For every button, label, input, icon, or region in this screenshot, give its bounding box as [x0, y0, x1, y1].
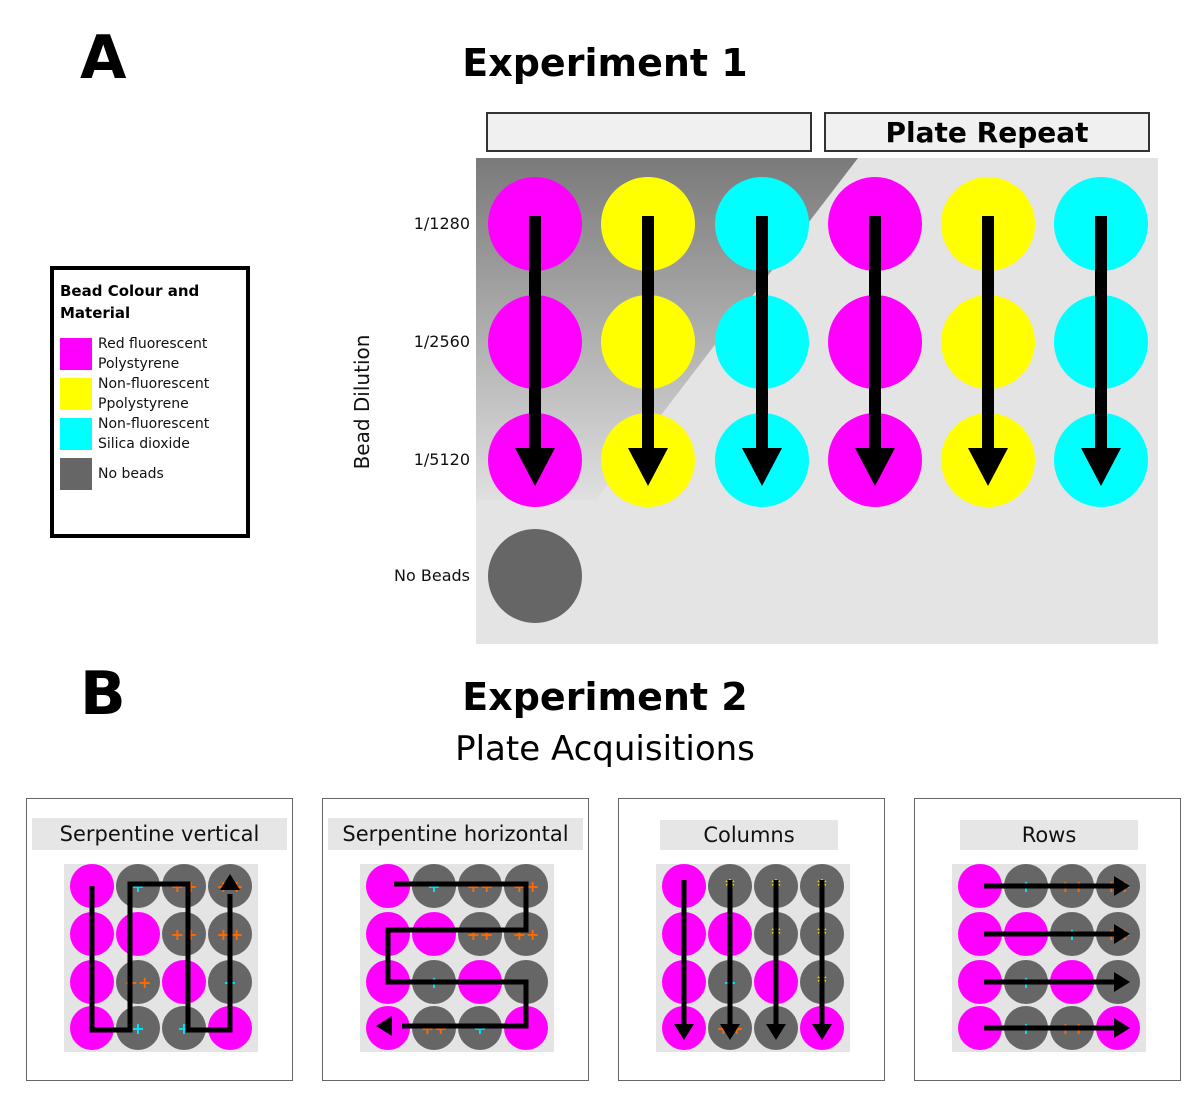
- legend-item-label: Red fluorescent Polystyrene: [98, 336, 208, 372]
- acquisition-title-serpentine-horizontal: Serpentine horizontal: [328, 818, 583, 850]
- mini-well-r2-c3: [458, 912, 502, 956]
- acquisition-arrow-shaft-col2: [642, 216, 654, 452]
- acquisition-path-line: [89, 881, 233, 1033]
- acquisition-mark: ++: [171, 925, 198, 944]
- acquisition-mark: +: [131, 1019, 144, 1038]
- acquisition-path-arrow-head: [220, 874, 240, 890]
- acquisition-arrow-shaft-col5: [982, 216, 994, 452]
- acquisition-path-arrow-head: [1114, 876, 1130, 896]
- acquisition-plate-serpentine-horizontal: +++++++++++++: [360, 864, 554, 1052]
- mini-well-r2-c4: [504, 912, 548, 956]
- plate-tab-repeat: Plate Repeat: [824, 112, 1150, 152]
- legend-item-red-fluorescent: Red fluorescent Polystyrene: [60, 334, 240, 374]
- acquisition-arrow-shaft-col6: [1095, 216, 1107, 452]
- acquisition-arrow-head-col6: [1081, 448, 1121, 486]
- acquisition-plate-columns: *****+*+++: [656, 864, 850, 1052]
- acquisition-path-arrow-head: [376, 1016, 392, 1036]
- mini-well-r3-c1: [958, 960, 1002, 1004]
- mini-well-r1-c1: [366, 864, 410, 908]
- acquisition-arrow-shaft-col1: [529, 216, 541, 452]
- acquisition-path-arrow-head: [1114, 924, 1130, 944]
- acquisition-arrow-shaft-col4: [869, 216, 881, 452]
- plate-tab-repeat-label: Plate Repeat: [885, 115, 1089, 149]
- acquisition-title-rows: Rows: [960, 820, 1138, 850]
- legend-item-no-beads: No beads: [60, 454, 240, 494]
- panel-letter-a: A: [80, 23, 127, 93]
- legend: Bead Colour and Material Red fluorescent…: [50, 266, 250, 538]
- acquisition-title-serpentine-vertical: Serpentine vertical: [32, 818, 287, 850]
- acquisition-path-arrow-head: [1114, 972, 1130, 992]
- mini-well-r2-c2: [116, 912, 160, 956]
- well-no-beads: [488, 529, 582, 623]
- mini-well-r4-c3: [162, 1006, 206, 1050]
- mini-well-r1-c1: [958, 864, 1002, 908]
- acquisition-path-arrow-head: [1114, 1018, 1130, 1038]
- legend-item-non-fluorescent-polystyrene: Non-fluorescent Ppolystyrene: [60, 374, 240, 414]
- acquisition-path-line: [385, 881, 529, 1029]
- experiment-2-subtitle: Plate Acquisitions: [455, 729, 755, 769]
- legend-swatch-magenta: [60, 338, 92, 370]
- acquisition-title-columns: Columns: [660, 820, 838, 850]
- legend-item-label: No beads: [98, 466, 164, 482]
- acquisition-arrow-head-col2: [628, 448, 668, 486]
- row-label-1280: 1/1280: [413, 214, 470, 233]
- legend-item-label: Non-fluorescent Silica dioxide: [98, 416, 210, 452]
- legend-title: Bead Colour and Material: [60, 282, 200, 322]
- acquisition-plate-rows: ++++++++++++: [952, 864, 1146, 1052]
- legend-swatch-yellow: [60, 378, 92, 410]
- acquisition-arrow-head-col4: [855, 448, 895, 486]
- mini-well-r2-c1: [958, 912, 1002, 956]
- mini-well-r2-c3: [162, 912, 206, 956]
- acquisition-path-arrow-head: [674, 1024, 694, 1040]
- row-label-2560: 1/2560: [413, 332, 470, 351]
- legend-item-silica: Non-fluorescent Silica dioxide: [60, 414, 240, 454]
- acquisition-arrow-head-col1: [515, 448, 555, 486]
- acquisition-path-arrow-head: [766, 1024, 786, 1040]
- acquisition-path-arrow-head: [720, 1024, 740, 1040]
- mini-well-r4-c1: [958, 1006, 1002, 1050]
- legend-item-label: Non-fluorescent Ppolystyrene: [98, 376, 210, 412]
- mini-well-r4-c2: [116, 1006, 160, 1050]
- mini-well-r2-c2: [412, 912, 456, 956]
- plate-tab-left: [486, 112, 812, 152]
- acquisition-arrow-head-col3: [742, 448, 782, 486]
- acquisition-plate-serpentine-vertical: ++++++++++++++: [64, 864, 258, 1052]
- mini-well-r3-c3: [162, 960, 206, 1004]
- acquisition-arrow-head-col5: [968, 448, 1008, 486]
- experiment-2-title: Experiment 2: [462, 675, 748, 719]
- row-label-5120: 1/5120: [413, 450, 470, 469]
- acquisition-path-arrow-head: [812, 1024, 832, 1040]
- acquisition-arrow-shaft-col3: [756, 216, 768, 452]
- row-label-no-beads: No Beads: [394, 566, 470, 585]
- legend-swatch-grey: [60, 458, 92, 490]
- experiment-1-title: Experiment 1: [462, 41, 748, 85]
- mini-well-r3-c2: [116, 960, 160, 1004]
- legend-swatch-cyan: [60, 418, 92, 450]
- panel-letter-b: B: [80, 659, 126, 729]
